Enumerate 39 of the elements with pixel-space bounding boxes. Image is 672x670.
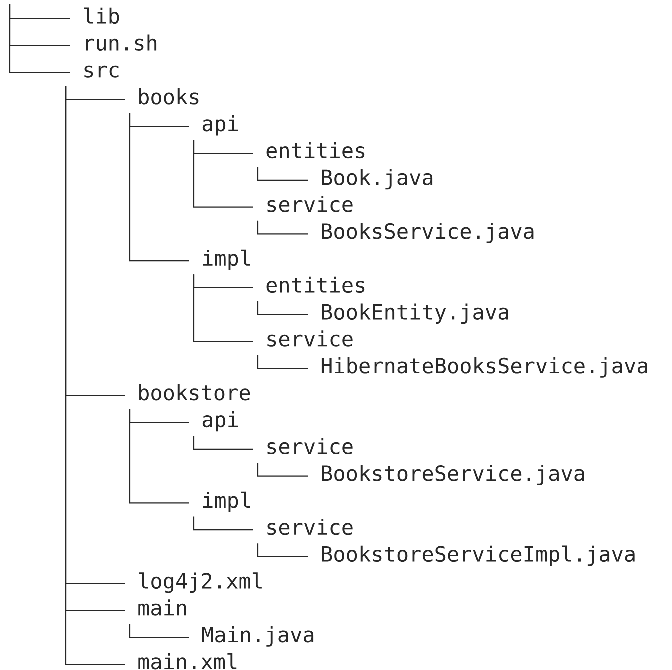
tree-connector [129, 624, 189, 638]
tree-item: Book.java [322, 169, 433, 190]
tree-item: api [202, 115, 238, 136]
tree-connector [257, 544, 308, 558]
tree-item: service [268, 330, 353, 347]
tree-item: api [202, 411, 238, 432]
tree-connector [257, 462, 308, 477]
tree-item: BookEntity.java [322, 304, 508, 324]
tree-connector [129, 113, 189, 262]
tree-connector [257, 220, 308, 235]
tree-item: impl [203, 250, 250, 270]
tree-connector [193, 436, 253, 450]
tree-connector [257, 355, 308, 370]
tree-item: books [140, 88, 199, 105]
tree-item: BookstoreServiceImpl.java [322, 546, 635, 566]
tree-connector [193, 516, 253, 531]
tree-item: main [138, 600, 186, 616]
tree-connector [9, 4, 70, 74]
tree-item: service [268, 518, 353, 536]
tree-connector [193, 274, 253, 342]
tree-item: log4j2.xml [139, 572, 262, 594]
tree-item: entities [266, 276, 365, 294]
tree-item: bookstore [140, 384, 250, 401]
tree-connector [193, 140, 253, 208]
tree-item: Main.java [202, 626, 314, 647]
tree-item: service [268, 438, 353, 454]
tree-item: impl [203, 492, 250, 512]
tree-item: lib [84, 8, 120, 24]
tree-connector [129, 409, 189, 504]
tree-item: BookstoreService.java [322, 465, 584, 486]
tree-item: run.sh [86, 34, 157, 51]
tree-item: HibernateBooksService.java [322, 358, 648, 378]
tree-item: BooksService.java [322, 223, 534, 244]
tree-item: entities [266, 142, 365, 159]
tree-item: src [84, 66, 119, 78]
tree-item: main.xml [138, 653, 237, 670]
tree-connector [257, 302, 308, 316]
tree-connector [257, 167, 308, 181]
tree-item: service [268, 196, 353, 212]
